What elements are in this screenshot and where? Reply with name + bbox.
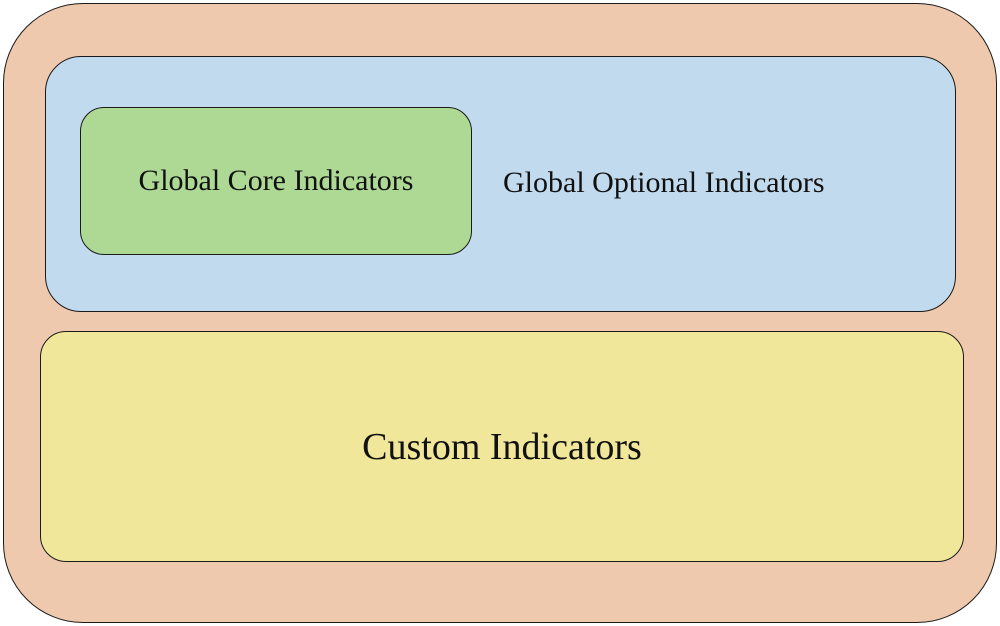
global-core-label: Global Core Indicators <box>138 164 414 197</box>
custom-box: Custom Indicators <box>40 331 964 562</box>
global-optional-label: Global Optional Indicators <box>503 166 825 199</box>
custom-label: Custom Indicators <box>362 425 642 468</box>
global-core-box: Global Core Indicators <box>80 107 472 255</box>
